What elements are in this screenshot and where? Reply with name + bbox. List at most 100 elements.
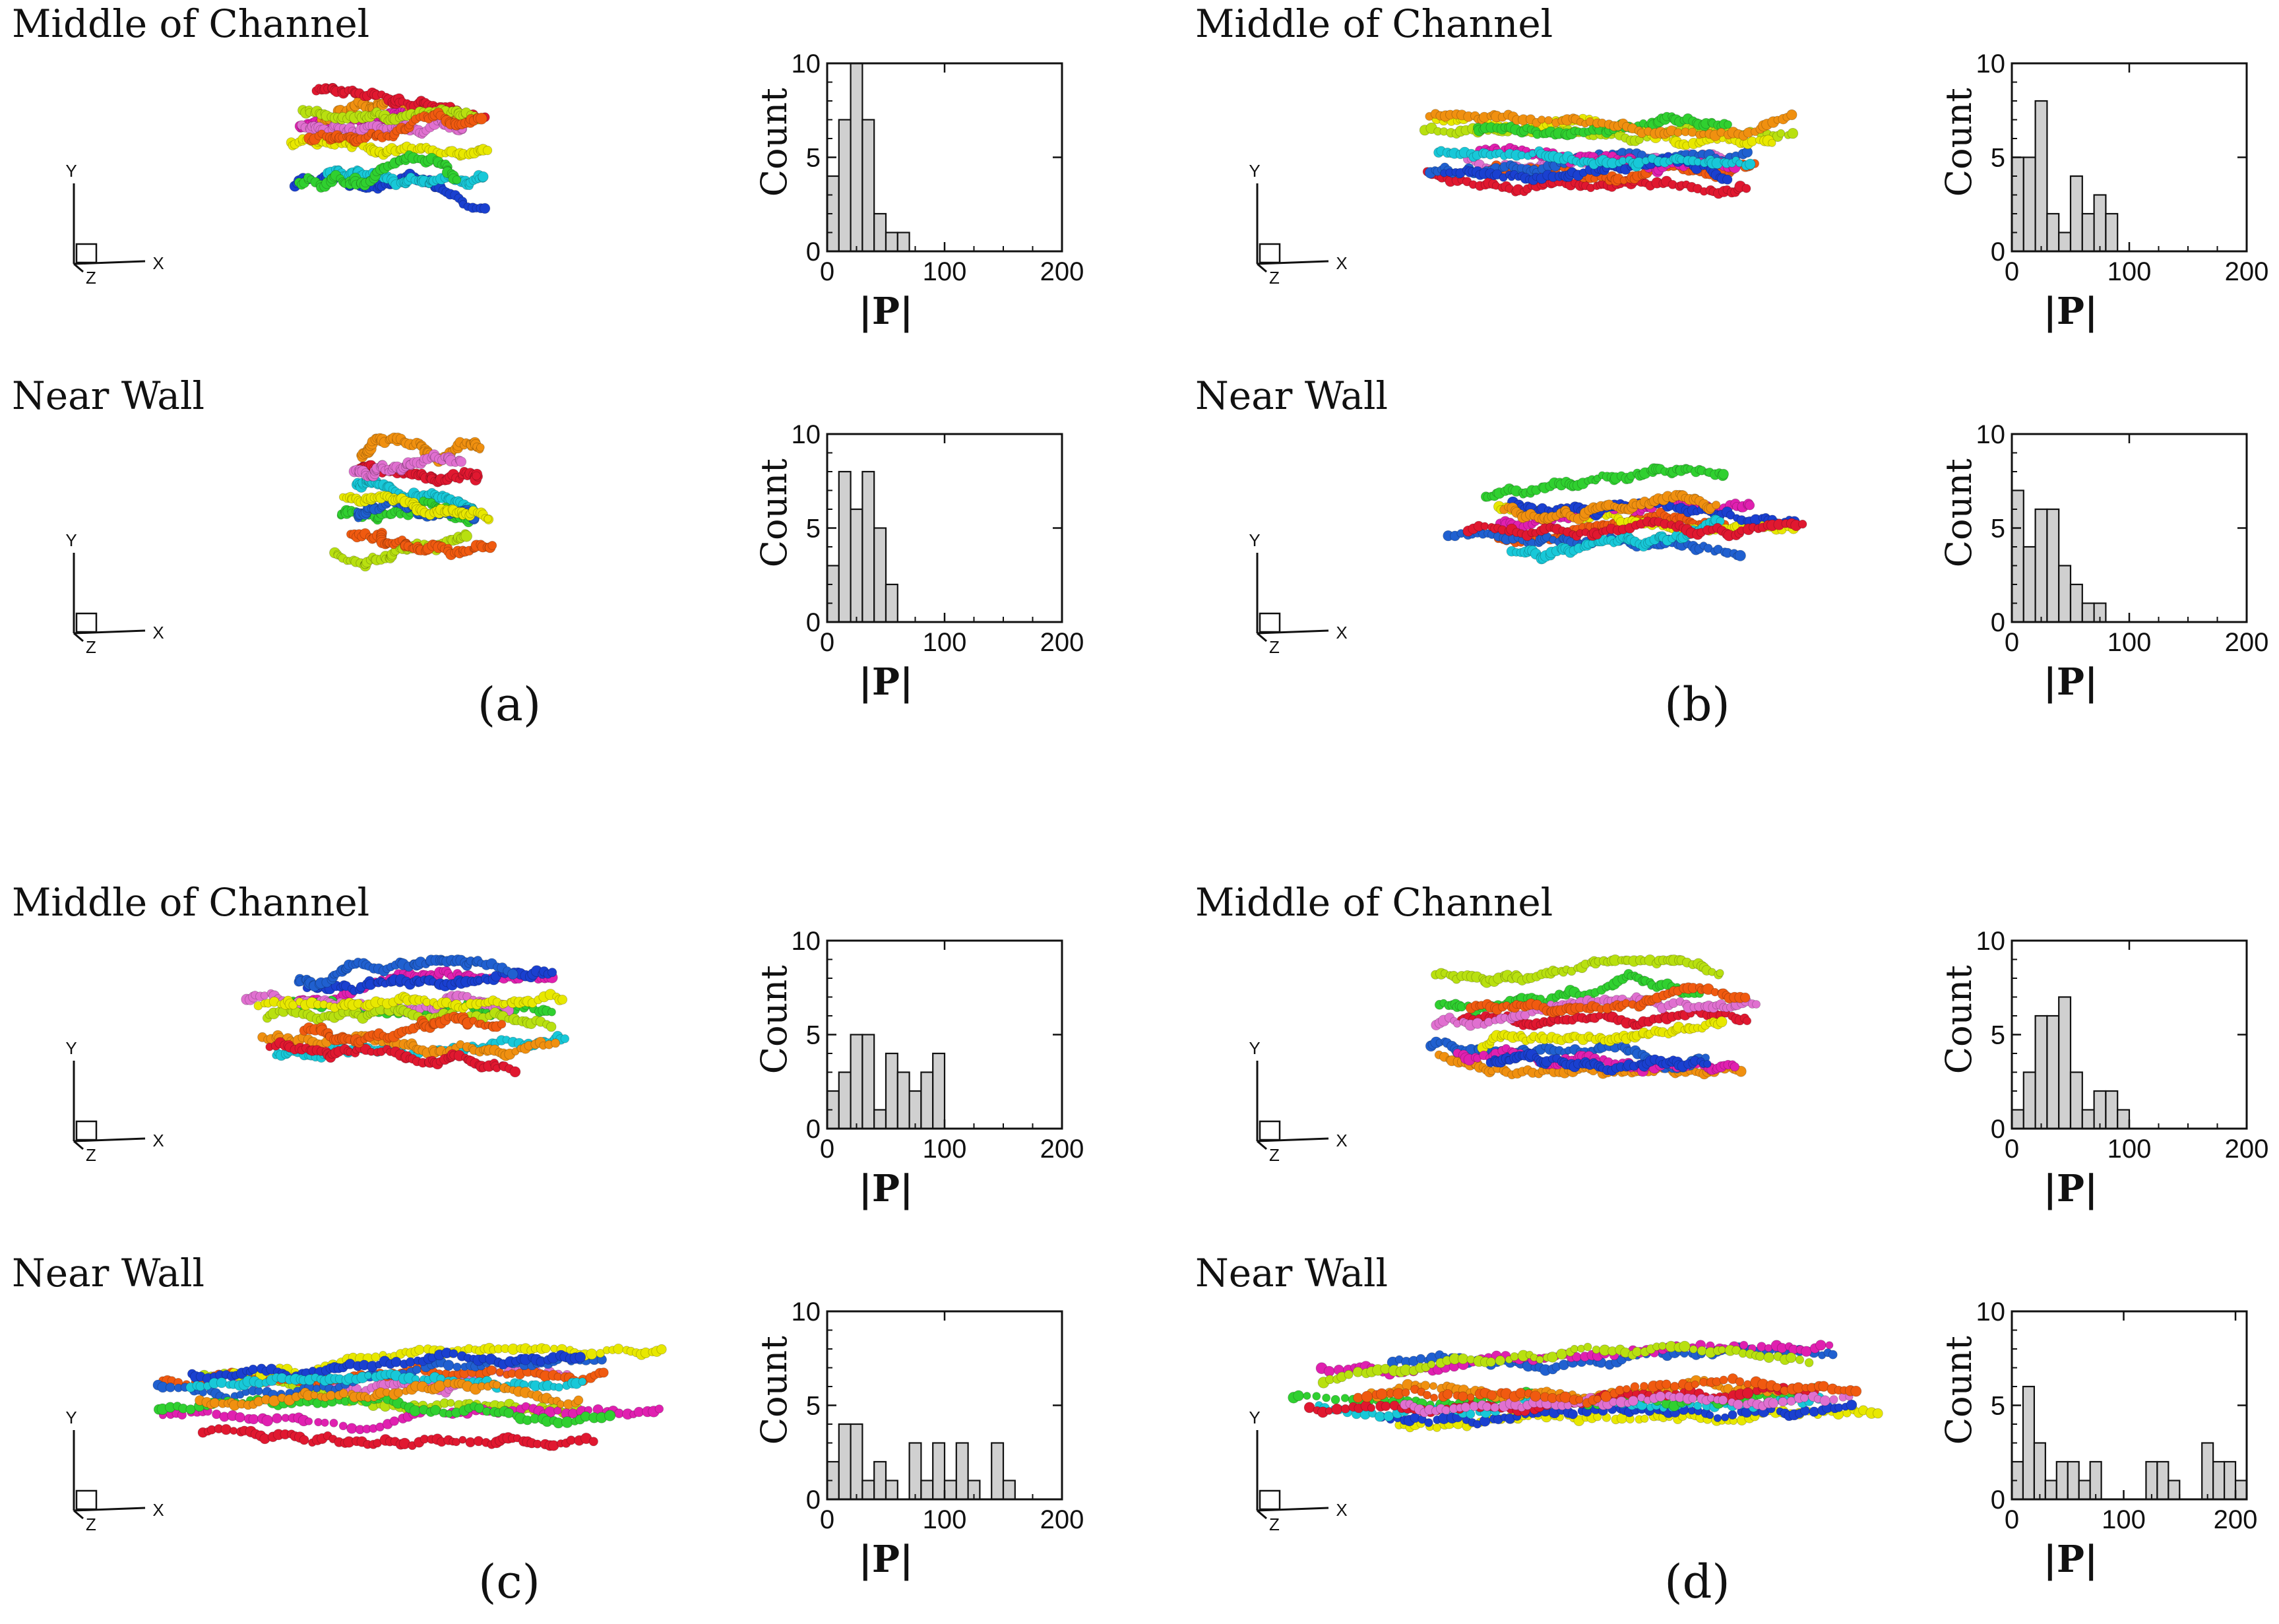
x-tick-label: 100: [2107, 1135, 2152, 1164]
y-tick-label: 5: [806, 1021, 821, 1050]
y-axis-label: Count: [753, 1336, 795, 1445]
x-axis-label: |P|: [2044, 660, 2098, 704]
y-tick-label: 0: [1991, 237, 2005, 266]
histogram-bar: [2046, 212, 2060, 253]
histogram-bar: [850, 1423, 863, 1501]
x-tick-label: 100: [923, 1135, 967, 1164]
panel-letter-a: (a): [478, 677, 541, 732]
triad-z-label: Z: [86, 268, 96, 288]
histogram-bar: [2234, 1480, 2248, 1501]
triad-z-label: Z: [86, 1145, 96, 1165]
histogram-bar: [2069, 583, 2083, 623]
histogram-bar: [908, 1442, 922, 1501]
axis-triad-icon: YXZ: [1249, 1408, 1347, 1534]
x-tick-label: 100: [2107, 257, 2152, 286]
histogram-bar: [2046, 1015, 2060, 1130]
y-tick-label: 10: [792, 49, 821, 78]
x-tick-label: 0: [2005, 628, 2019, 657]
y-tick-label: 10: [792, 1297, 821, 1327]
x-axis-label: |P|: [2044, 1538, 2098, 1581]
x-tick-label: 100: [923, 628, 967, 657]
axis-triad-icon: YXZ: [65, 1038, 164, 1165]
triad-y-label: Y: [1249, 1038, 1260, 1058]
triad-y-label: Y: [65, 530, 77, 550]
y-tick-label: 5: [1991, 1392, 2005, 1421]
histogram-bar: [850, 1034, 863, 1130]
triad-z-label: Z: [86, 637, 96, 657]
histogram-bar: [1002, 1480, 1016, 1501]
x-tick-label: 200: [2225, 1135, 2269, 1164]
polymer-cloud: [1419, 109, 1799, 199]
axis-triad-icon: YXZ: [65, 530, 164, 657]
y-tick-label: 0: [806, 1485, 821, 1515]
row-label-d-middle: Middle of Channel: [1195, 880, 1553, 925]
y-tick-label: 0: [806, 237, 821, 266]
x-axis-label: |P|: [2044, 290, 2098, 333]
y-tick-label: 0: [806, 1115, 821, 1144]
triad-y-label: Y: [65, 1038, 77, 1058]
triad-x-label: X: [1336, 1131, 1347, 1150]
triad-z-label: Z: [1269, 1145, 1280, 1165]
y-tick-label: 5: [1991, 515, 2005, 544]
axis-triad-icon: YXZ: [1249, 530, 1347, 657]
x-tick-label: 200: [1040, 1135, 1084, 1164]
polymer-cloud: [152, 1342, 667, 1451]
histogram-bar: [2081, 212, 2095, 253]
histogram-bar: [896, 232, 910, 253]
x-axis-label: |P|: [2044, 1167, 2098, 1210]
histogram-bar: [896, 1071, 910, 1130]
histogram-bar: [920, 1480, 934, 1501]
x-tick-label: 0: [820, 1505, 834, 1534]
triad-x-label: X: [1336, 253, 1347, 273]
histogram-bar: [955, 1442, 969, 1501]
histogram-bar: [2033, 1442, 2046, 1501]
y-axis-label: Count: [753, 88, 795, 197]
x-tick-label: 0: [2005, 257, 2019, 286]
y-tick-label: 5: [806, 515, 821, 544]
triad-x-label: X: [1336, 1500, 1347, 1520]
histogram-bar: [861, 470, 875, 623]
y-tick-label: 5: [1991, 144, 2005, 173]
x-tick-label: 200: [2214, 1505, 2258, 1534]
triad-x-label: X: [152, 253, 164, 273]
triad-y-label: Y: [65, 161, 77, 181]
histogram-bar: [885, 1052, 898, 1130]
histogram-bar: [2156, 1460, 2170, 1501]
histogram-bar: [932, 1442, 946, 1501]
y-tick-label: 0: [1991, 1485, 2005, 1515]
histogram-bar: [2034, 508, 2048, 623]
row-label-a-middle: Middle of Channel: [12, 1, 369, 46]
row-label-b-wall: Near Wall: [1195, 373, 1388, 418]
histogram-bar: [838, 1423, 852, 1501]
row-label-c-wall: Near Wall: [12, 1251, 204, 1296]
histogram-bar: [2089, 1460, 2102, 1501]
x-tick-label: 0: [820, 1135, 834, 1164]
y-axis-label: Count: [753, 458, 795, 567]
histogram-bar: [873, 1460, 887, 1501]
triad-x-label: X: [152, 1500, 164, 1520]
triad-y-label: Y: [1249, 530, 1260, 550]
histogram-bar: [861, 1034, 875, 1130]
histogram-bar: [2105, 1090, 2119, 1130]
row-label-b-middle: Middle of Channel: [1195, 1, 1553, 46]
y-tick-label: 10: [1976, 420, 2006, 449]
triad-y-label: Y: [1249, 161, 1260, 181]
triad-z-label: Z: [1269, 268, 1280, 288]
y-tick-label: 10: [1976, 49, 2006, 78]
axis-triad-icon: Y X Z: [1249, 1038, 1347, 1165]
x-tick-label: 200: [1040, 257, 1084, 286]
histogram-bar: [861, 119, 875, 253]
histogram-bar: [2069, 175, 2083, 253]
row-label-d-wall: Near Wall: [1195, 1251, 1388, 1296]
histogram-bar: [2011, 1109, 2024, 1130]
panel-letter-b: (b): [1664, 677, 1730, 732]
histogram-bar: [920, 1071, 934, 1130]
histogram-bar: [885, 583, 898, 623]
